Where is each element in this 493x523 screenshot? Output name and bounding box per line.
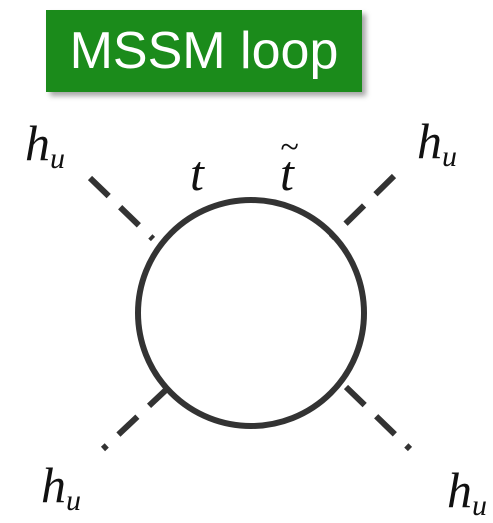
stop-squark-label: t bbox=[280, 145, 295, 201]
higgs-label-bottom-left: hu bbox=[41, 457, 81, 517]
leg-bottom-left bbox=[100, 385, 171, 452]
diagram-title: MSSM loop bbox=[69, 22, 339, 80]
higgs-label-top-right: hu bbox=[417, 113, 457, 173]
higgs-label-top-left: hu bbox=[25, 115, 65, 175]
leg-top-right bbox=[328, 173, 397, 241]
higgs-label-bottom-right: hu bbox=[447, 462, 487, 522]
top-quark-label: t bbox=[190, 145, 205, 201]
leg-top-left bbox=[87, 175, 156, 242]
leg-bottom-right bbox=[343, 384, 413, 452]
stop-tilde-accent: ~ bbox=[280, 129, 298, 166]
title-badge: MSSM loop bbox=[46, 10, 362, 92]
loop-circle bbox=[135, 197, 367, 429]
